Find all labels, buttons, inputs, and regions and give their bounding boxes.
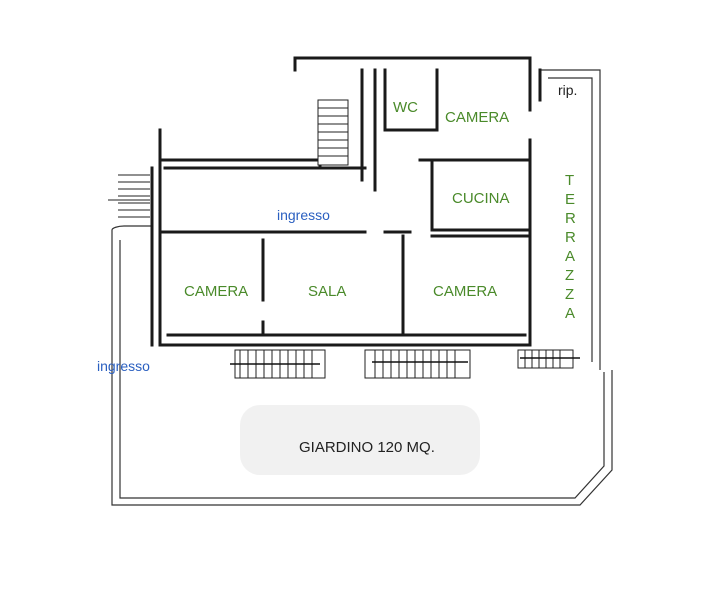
building-walls xyxy=(150,56,532,347)
entrance-label-outer: ingresso xyxy=(97,358,150,374)
terrazza-letter: Z xyxy=(565,267,574,284)
room-label-sala: SALA xyxy=(308,283,346,300)
watermark xyxy=(240,405,480,475)
terrace-boundary xyxy=(538,68,601,370)
room-label-camera-top: CAMERA xyxy=(445,109,509,126)
bottom-stairs xyxy=(230,349,580,379)
terrazza-letter: A xyxy=(565,305,575,322)
garden-label: GIARDINO 120 MQ. xyxy=(299,439,435,456)
entrance-label-inner: ingresso xyxy=(277,207,330,223)
left-entry-stairs xyxy=(108,174,150,218)
terrazza-letter: A xyxy=(565,248,575,265)
terrazza-letter: E xyxy=(565,191,575,208)
room-label-cucina: CUCINA xyxy=(452,190,510,207)
stairwell-stairs xyxy=(317,99,349,166)
room-label-camera-right: CAMERA xyxy=(433,283,497,300)
garden-boundary xyxy=(111,225,613,506)
room-label-rip: rip. xyxy=(558,82,577,98)
terrazza-label: T E R R A Z Z A xyxy=(565,172,576,322)
terrazza-letter: Z xyxy=(565,286,574,303)
terrazza-letter: R xyxy=(565,229,576,246)
terrazza-letter: R xyxy=(565,210,576,227)
terrazza-letter: T xyxy=(565,172,574,189)
room-label-camera-left: CAMERA xyxy=(184,283,248,300)
room-label-wc: WC xyxy=(393,99,418,116)
